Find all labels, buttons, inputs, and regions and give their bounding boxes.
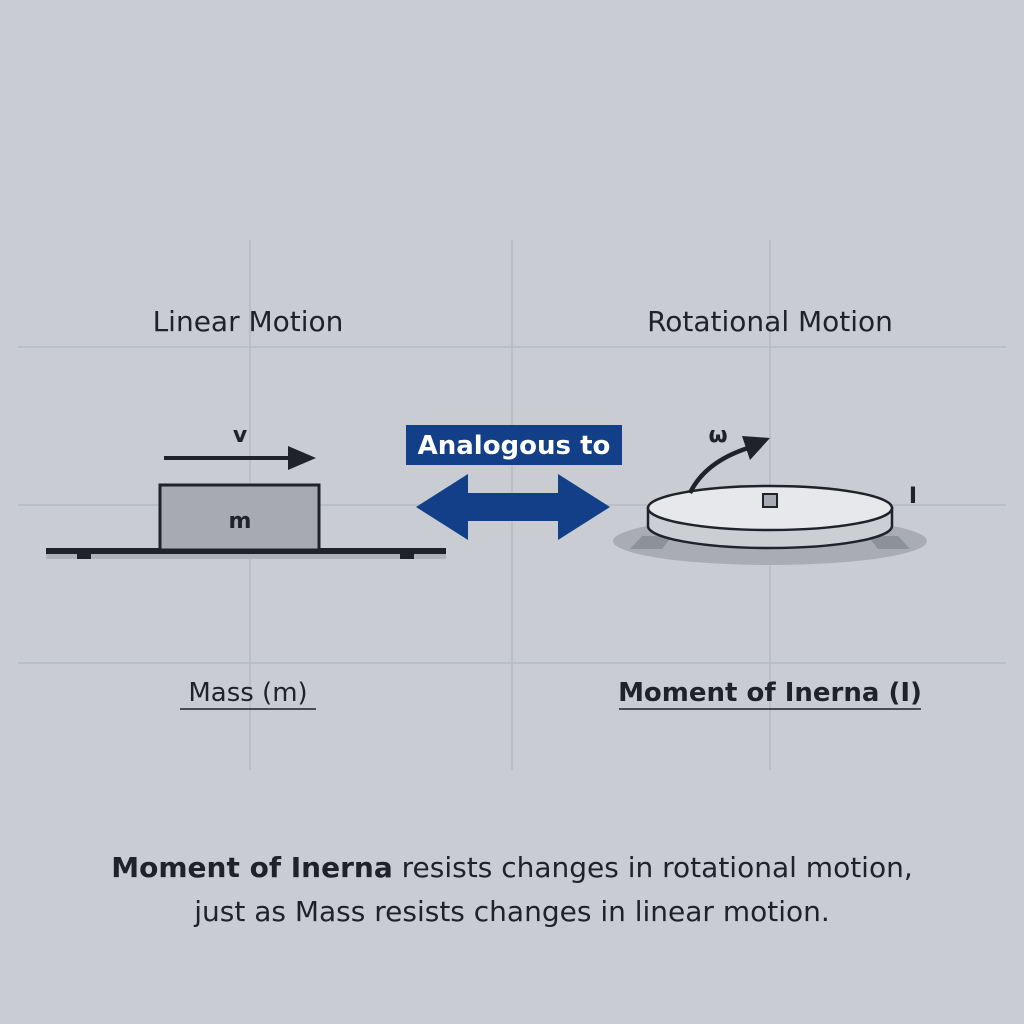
double-arrow-icon <box>416 474 610 540</box>
caption-line-1-rest: resists changes in rotational motion, <box>392 851 913 884</box>
mass-block <box>158 483 321 552</box>
rotational-motion-heading: Rotational Motion <box>647 305 893 338</box>
mass-label: Mass (m) <box>188 678 307 708</box>
caption-line-2: just as Mass resists changes in linear m… <box>194 895 830 928</box>
caption-bold-term: Moment of Inerna <box>111 851 393 884</box>
analogous-badge <box>406 425 622 465</box>
velocity-arrow-icon <box>164 446 316 470</box>
moment-symbol: I <box>909 484 917 509</box>
linear-motion-heading: Linear Motion <box>153 305 344 338</box>
moment-label: Moment of Inerna (I) <box>618 678 922 708</box>
angular-velocity-symbol: ω <box>708 423 727 448</box>
mass-symbol: m <box>229 509 252 534</box>
disc-center-pin <box>762 493 778 508</box>
velocity-symbol: v <box>233 423 248 448</box>
turntable-disc <box>613 484 927 565</box>
rotation-arrow-icon <box>687 436 770 495</box>
analogous-label: Analogous to <box>418 431 611 461</box>
caption: Moment of Inerna resists changes in rota… <box>0 846 1024 934</box>
caption-line-1: Moment of Inerna resists changes in rota… <box>0 846 1024 890</box>
